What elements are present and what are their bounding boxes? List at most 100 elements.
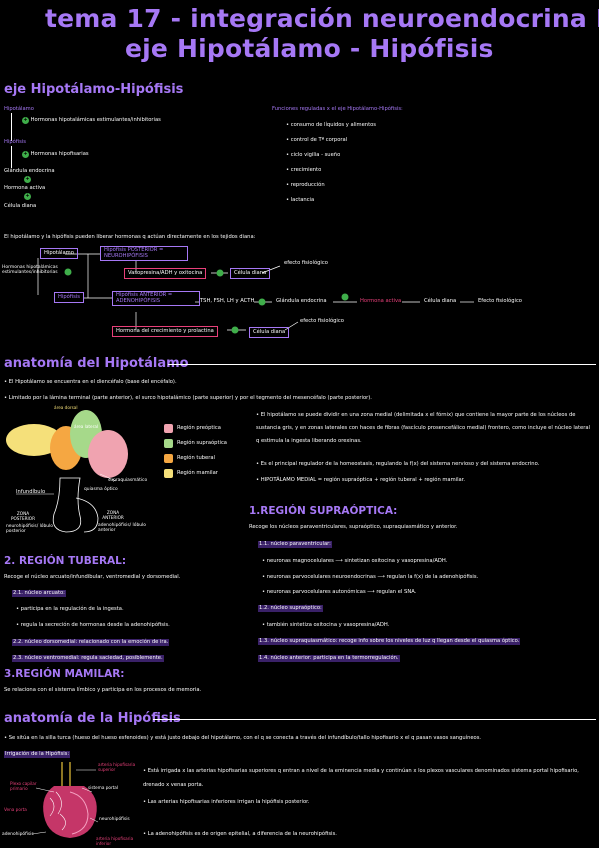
flow-celula-2-box: Célula diana [249, 327, 290, 338]
label-infundibulo: Infundíbulo [16, 489, 46, 495]
flow-tsh: TSH, FSH, LH y ACTH [200, 298, 255, 304]
chain-hipotalamo: Hipotálamo [4, 106, 34, 112]
hipotalamo-bullet-2: • Limitado por la lámina terminal (parte… [4, 395, 372, 401]
chain-hormonas-hf: + Hormonas hipofisarias [22, 151, 89, 158]
nucleo-supraquiasmatico: 1.3. núcleo supraquiasmático: recoge inf… [258, 638, 521, 645]
hipofisis-bullet-1: • Se sitúa en la silla turca (hueso del … [4, 735, 482, 741]
label-plexo: Plexo capilar primario [10, 781, 37, 791]
label-area-dorsal: área dorsal [54, 405, 78, 410]
legend-item: Región mamilar [164, 469, 227, 478]
flow-crec-prol-box: Hormona del crecimiento y prolactina [112, 326, 218, 337]
legend-swatch [164, 439, 173, 448]
hipotalamo-diagram [6, 410, 128, 533]
funciones-list: • consumo de líquidos y alimentos • cont… [286, 122, 376, 213]
flow-hipofisis-box: Hipófisis [54, 292, 84, 303]
funcion-item: • consumo de líquidos y alimentos [286, 122, 376, 128]
legend-swatch [164, 424, 173, 433]
flow-celula-diana: Célula diana [424, 298, 457, 304]
chain-hipofisis: Hipófisis [4, 139, 26, 145]
arcuato-a: • participa en la regulación de la inges… [16, 606, 124, 612]
label-zona-anterior: ZONA ANTERIOR [102, 510, 124, 520]
plus-node [258, 298, 266, 306]
flow-hipotalamo-box: Hipotálamo [40, 248, 78, 259]
chain-line-1 [11, 113, 12, 141]
label-area-lateral: área lateral [74, 424, 99, 429]
flow-anterior-box: Hipófisis ANTERIOR = ADENOHIPÓFISIS [112, 291, 200, 307]
legend-swatch [164, 469, 173, 478]
chain-hormona-activa: Hormona activa [4, 185, 46, 191]
section-hipofisis-heading: anatomía de la Hipófisis [4, 711, 181, 726]
flow-vaso-oxi-box: Vasopresina/ADH y oxitocina [124, 268, 207, 279]
plus-icon: + [22, 151, 29, 158]
paraventricular-c: • neuronas parvocelulares autonómicas ⟶ … [262, 589, 417, 595]
nucleo-paraventricular: 1.1. núcleo paraventricular: [258, 541, 332, 548]
region-mamilar-heading: 3.REGIÓN MAMILAR: [4, 668, 125, 680]
supra-intro: Recoge los núcleos paraventriculares, su… [249, 524, 458, 530]
label-quiasma: quiasma óptico [84, 487, 118, 492]
irrigacion-r2: • Las arterias hipofisarias inferiores i… [143, 799, 310, 805]
nucleo-anterior: 1.4. núcleo anterior: participa en la te… [258, 655, 400, 662]
plus-node [64, 268, 72, 276]
nucleo-supraoptico: 1.2. núcleo supraóptico: [258, 605, 323, 612]
plus-node [231, 326, 239, 334]
funcion-item: • lactancia [286, 197, 315, 204]
funcion-item: • crecimiento [286, 167, 322, 174]
funciones-title: Funciones reguladas x el eje Hipotálamo-… [272, 106, 403, 112]
arcuato-b: • regula la secreción de hormonas desde … [16, 622, 170, 628]
nucleo-arcuato: 2.1. núcleo arcuato: [12, 590, 66, 597]
hipotalamo-right-p2: • Es el principal regulador de la homeos… [256, 461, 540, 467]
legend-item: Región supraóptica [164, 439, 227, 448]
legend-item: Región tuberal [164, 454, 227, 463]
label-art-sup: arteria hipofisaria superior [98, 762, 136, 772]
tuberal-intro: Recoge el núcleo arcuato/infundibular, v… [4, 574, 181, 580]
page-title: tema 17 - integración neuroendocrina I: [45, 4, 599, 33]
irrigacion-title: Irrigación de la Hipófisis: [4, 751, 71, 758]
paraventricular-a: • neuronas magnocelulares ⟶ sintetizan o… [262, 558, 448, 564]
label-neuro: neurohipófisis [99, 817, 130, 822]
irrigacion-r1: • Está irrigada x las arterias hipofisar… [143, 768, 579, 788]
flow-efecto-1: efecto fisiológico [284, 260, 328, 266]
region-mamilar-shape [6, 424, 62, 456]
supraoptico-a: • también sintetiza oxitocina y vasopres… [262, 622, 390, 628]
chain-line-2 [11, 146, 12, 168]
regiones-legend: Región preóptica Región supraóptica Regi… [164, 424, 227, 484]
plus-icon: + [24, 176, 31, 183]
hipotalamo-right-p1: • El hipotálamo se puede dividir en una … [256, 412, 590, 444]
nucleo-ventromedial: 2.3. núcleo ventromedial: regula sacieda… [12, 655, 164, 662]
plus-node [216, 269, 224, 277]
section-eje-heading: eje Hipotálamo-Hipófisis [4, 82, 184, 97]
hipotalamo-right-p3: • HIPOTÁLAMO MEDIAL = región supraóptica… [256, 477, 466, 483]
legend-item: Región preóptica [164, 424, 227, 433]
label-supraquiasmatico: supraquiasmático [108, 478, 148, 483]
hipofisis-diagram [31, 762, 99, 838]
section-rule [153, 719, 596, 720]
section-hipotalamo-heading: anatomía del Hipotálamo [4, 356, 189, 371]
irrigacion-r3: • La adenohipófisis es de origen epiteli… [143, 831, 337, 837]
funcion-item: • reproducción [286, 182, 325, 189]
funcion-item: • ciclo vigilia - sueño [286, 152, 341, 159]
region-tuberal-heading: 2. REGIÓN TUBERAL: [4, 555, 127, 567]
label-art-inf: arteria hipofisaria inferior [96, 836, 134, 846]
flow-glandula: Glándula endocrina [276, 298, 327, 304]
label-adenohipofisis: adenohipófisis/ lóbulo anterior [98, 523, 146, 533]
flow-efecto-fisio: Efecto fisiológico [478, 298, 522, 304]
flow-efecto-2: efecto fisiológico [300, 318, 344, 324]
chain-glandula: Glándula endocrina [4, 168, 55, 174]
funcion-item: • control de Tª corporal [286, 137, 348, 144]
plus-icon: + [22, 117, 29, 124]
label-neurohipofisis: neurohipófisis/ lóbulo posterior [6, 524, 53, 534]
chain-celula-diana: Célula diana [4, 203, 37, 209]
page-subtitle: eje Hipotálamo - Hipófisis [125, 34, 494, 63]
label-sis-portal: sistema portal [88, 785, 119, 790]
label-adeno: adenohipófisis [2, 832, 34, 837]
paraventricular-b: • neuronas parvocelulares neuroendocrina… [262, 574, 479, 580]
eje-intro: El hipotálamo y la hipófisis pueden libe… [4, 234, 256, 240]
flow-hormona-activa: Hormona activa [360, 298, 402, 304]
nucleo-dorsomedial: 2.2. núcleo dorsomedial: relacionado con… [12, 639, 170, 646]
flow-posterior-box: Hipófisis POSTERIOR = NEUROHIPÓFISIS [100, 246, 188, 262]
flow-connectors [37, 253, 474, 334]
chain-hormonas-h: + Hormonas hipotalámicas estimulantes/in… [22, 117, 161, 124]
plus-icon: + [24, 193, 31, 200]
region-supraoptica-heading: 1.REGIÓN SUPRAÓPTICA: [249, 505, 398, 517]
label-zona-posterior: ZONA POSTERIOR [10, 511, 36, 521]
